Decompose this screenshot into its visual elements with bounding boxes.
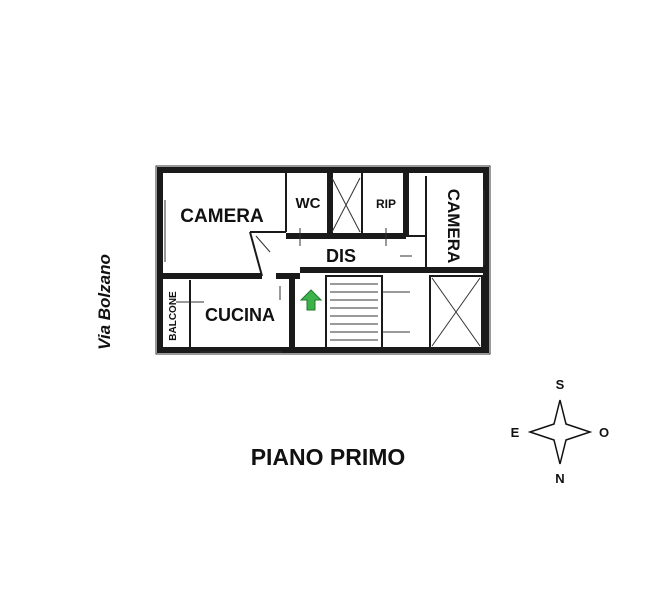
compass-rose-icon <box>527 399 593 465</box>
room-cucina: CUCINA <box>205 305 275 325</box>
door-marks <box>176 228 412 303</box>
street-label: Via Bolzano <box>95 254 114 350</box>
compass-west: O <box>599 425 609 440</box>
room-rip: RIP <box>376 197 396 211</box>
compass-east: E <box>511 425 520 440</box>
compass-north: N <box>555 471 564 486</box>
interior-walls <box>160 172 486 353</box>
staircase <box>325 275 410 351</box>
room-balcone: BALCONE <box>168 291 179 341</box>
entrance-arrow-icon <box>299 289 323 311</box>
floor-title: PIANO PRIMO <box>251 444 406 470</box>
room-wc: WC <box>296 195 321 212</box>
compass-south: S <box>556 377 565 392</box>
room-camera-left: CAMERA <box>180 206 264 227</box>
shaft-right <box>429 275 483 349</box>
room-camera-right: CAMERA <box>444 189 463 264</box>
outer-walls <box>155 165 491 355</box>
room-dis: DIS <box>326 246 356 266</box>
